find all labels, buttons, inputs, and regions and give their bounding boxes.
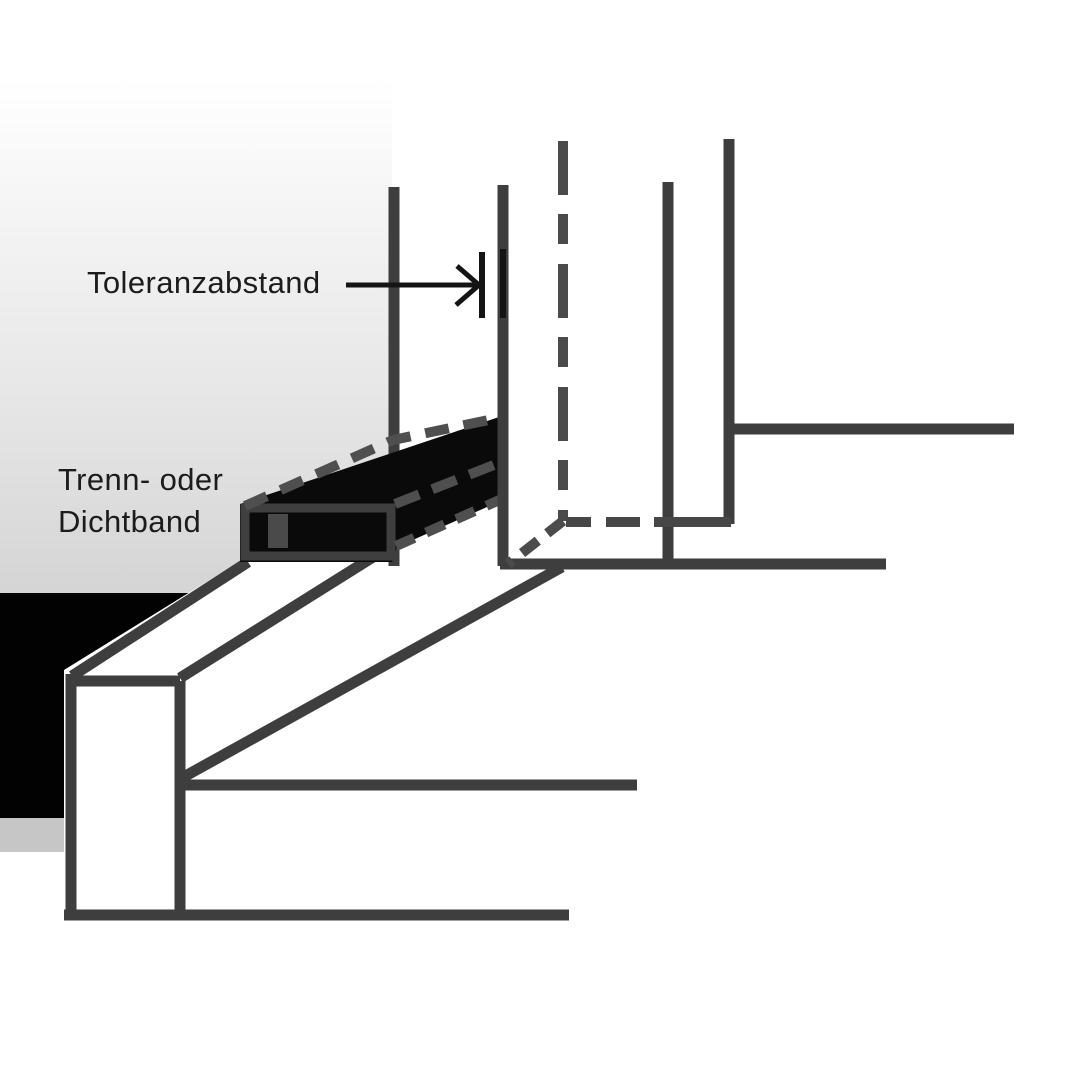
screed-bottom-edge-line	[177, 562, 565, 784]
sealing-band-front-face-outline	[240, 503, 396, 561]
band-top-edge-dashed-line	[242, 412, 505, 511]
screed-top-back-edge-line	[69, 557, 251, 681]
label-toleranzabstand: Toleranzabstand	[87, 265, 321, 300]
sealing-band-hidden-edge-dash	[268, 514, 288, 548]
panel-hidden-corner-dashed-line	[504, 517, 567, 568]
band-middle-edge-dashed-line	[393, 456, 506, 509]
band-bottom-edge-dashed-line	[393, 493, 507, 551]
label-trenn-oder: Trenn- oder	[58, 462, 224, 497]
dimension-arrow	[346, 249, 506, 318]
background-floor-strip	[0, 818, 68, 852]
label-dichtband: Dichtband	[58, 504, 202, 539]
